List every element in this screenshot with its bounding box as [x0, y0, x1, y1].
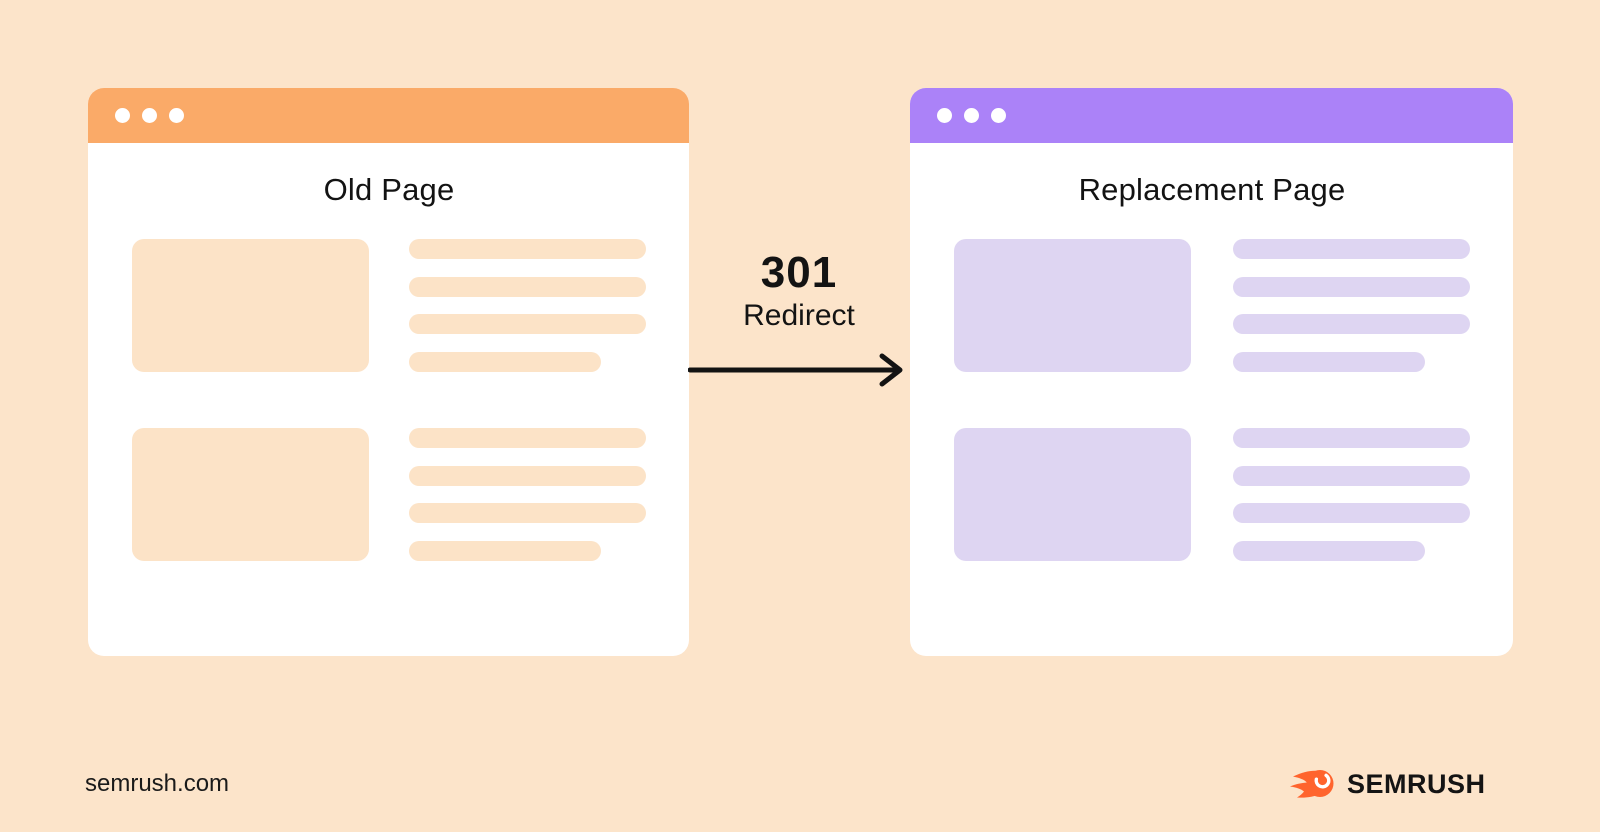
replacement-page-body: Replacement Page [910, 171, 1513, 561]
content-block [132, 428, 646, 561]
image-placeholder [132, 428, 369, 561]
semrush-logo-icon [1290, 770, 1334, 798]
text-line [409, 465, 646, 486]
redirect-arrow-icon [688, 353, 903, 387]
semrush-logo-text: SEMRUSH [1347, 768, 1486, 799]
content-block [954, 428, 1470, 561]
replacement-page-title: Replacement Page [1078, 172, 1346, 207]
text-line [1233, 276, 1470, 297]
old-page-body: Old Page [88, 171, 689, 561]
window-dot-icon [991, 108, 1006, 123]
text-placeholder [1233, 428, 1470, 561]
text-line [1233, 314, 1470, 335]
text-line [409, 276, 646, 297]
redirect-code: 301 [760, 248, 838, 297]
text-line [1233, 503, 1470, 524]
image-placeholder [132, 239, 369, 372]
replacement-page-titlebar [910, 88, 1513, 143]
image-placeholder [954, 239, 1191, 372]
source-url: semrush.com [85, 770, 230, 797]
old-page-titlebar [88, 88, 689, 143]
window-dot-icon [142, 108, 157, 123]
image-placeholder [954, 428, 1191, 561]
replacement-page-window: Replacement Page [910, 88, 1513, 656]
text-line [409, 540, 601, 561]
text-line [1233, 428, 1470, 448]
window-dot-icon [937, 108, 952, 123]
text-line [409, 314, 646, 335]
window-dot-icon [169, 108, 184, 123]
text-line [1233, 351, 1425, 372]
semrush-logo: SEMRUSH [1288, 766, 1486, 802]
text-line [1233, 239, 1470, 259]
text-placeholder [409, 239, 646, 372]
window-dot-icon [964, 108, 979, 123]
text-line [409, 428, 646, 448]
text-line [409, 351, 601, 372]
text-placeholder [409, 428, 646, 561]
text-line [409, 503, 646, 524]
text-line [1233, 465, 1470, 486]
content-block [132, 239, 646, 372]
text-line [1233, 540, 1425, 561]
redirect-label: Redirect [743, 299, 855, 332]
old-page-window: Old Page [88, 88, 689, 656]
text-placeholder [1233, 239, 1470, 372]
redirect-annotation: 301 Redirect [688, 248, 910, 334]
content-block [954, 239, 1470, 372]
window-dot-icon [115, 108, 130, 123]
text-line [409, 239, 646, 259]
old-page-title: Old Page [323, 172, 455, 207]
